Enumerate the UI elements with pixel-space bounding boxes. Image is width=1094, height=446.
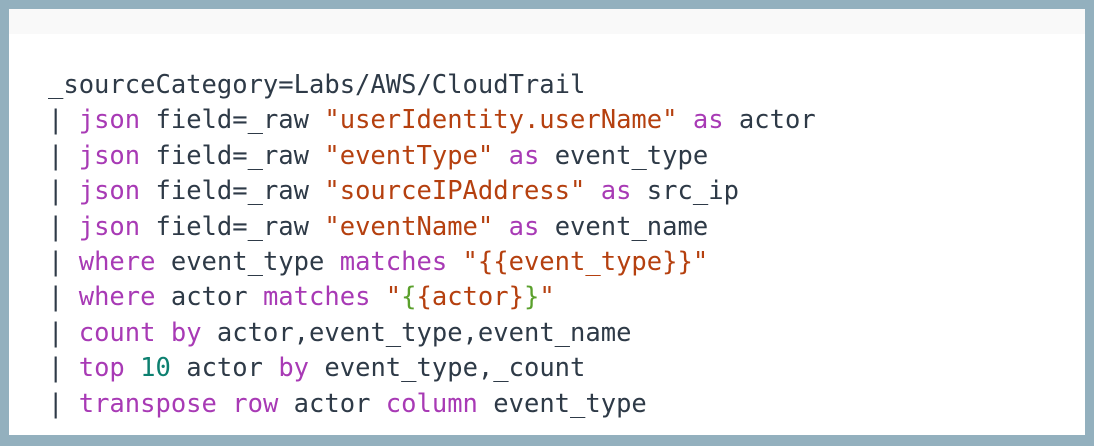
query-token-string: "sourceIPAddress" xyxy=(324,176,586,207)
query-token-pipe: | xyxy=(48,388,79,419)
query-token-number: 10 xyxy=(140,353,171,384)
query-token-default: event_name xyxy=(539,211,709,242)
panel-header-strip xyxy=(9,9,1085,34)
query-token-default: actor xyxy=(170,353,279,384)
query-token-string: " xyxy=(385,282,402,313)
query-token-keyword: count xyxy=(78,317,156,348)
query-token-default: actor xyxy=(723,105,816,136)
query-token-keyword: json xyxy=(78,176,141,207)
query-token-string: "eventType" xyxy=(324,140,494,171)
query-token-pipe: | xyxy=(48,105,79,136)
query-token-pipe: | xyxy=(48,211,79,242)
query-line-10[interactable]: | transpose row actor column event_type xyxy=(48,387,1085,422)
query-token-string: "{{event_type}}" xyxy=(462,246,709,277)
query-token-keyword: as xyxy=(600,176,632,207)
query-token-default: actor xyxy=(278,388,386,419)
query-line-8[interactable]: | count by actor,event_type,event_name xyxy=(48,316,1085,351)
query-line-3[interactable]: | json field=_raw "eventType" as event_t… xyxy=(48,139,1085,174)
query-line-2[interactable]: | json field=_raw "userIdentity.userName… xyxy=(48,103,1085,138)
query-token-string: {actor} xyxy=(416,282,524,313)
query-token-keyword: as xyxy=(508,211,540,242)
query-token-default: event_type xyxy=(477,388,647,419)
query-token-default: actor xyxy=(155,282,263,313)
query-token-keyword: where xyxy=(78,246,156,277)
query-token-default: field=_raw xyxy=(140,105,325,136)
query-token-default xyxy=(155,318,170,348)
query-token-pipe: | xyxy=(48,282,79,313)
query-token-brace: } xyxy=(523,282,540,313)
query-token-keyword: json xyxy=(78,211,141,242)
query-token-pipe: | xyxy=(48,246,79,277)
query-token-default: field=_raw xyxy=(140,140,325,171)
query-token-default xyxy=(493,212,508,242)
query-token-default xyxy=(493,141,508,171)
query-token-default: event_type,_count xyxy=(309,353,586,384)
query-panel: _sourceCategory=Labs/AWS/CloudTrail| jso… xyxy=(9,9,1085,435)
query-token-string: "userIdentity.userName" xyxy=(324,105,678,136)
query-token-keyword: column xyxy=(385,388,478,419)
query-token-default: event_type xyxy=(539,140,709,171)
query-token-keyword: by xyxy=(278,353,310,384)
query-token-keyword: as xyxy=(692,105,724,136)
query-token-default: src_ip xyxy=(631,176,739,207)
query-line-4[interactable]: | json field=_raw "sourceIPAddress" as s… xyxy=(48,174,1085,209)
query-token-default: actor,event_type,event_name xyxy=(201,317,632,348)
query-token-keyword: matches xyxy=(262,282,371,313)
query-line-7[interactable]: | where actor matches "{{actor}}" xyxy=(48,280,1085,315)
query-line-5[interactable]: | json field=_raw "eventName" as event_n… xyxy=(48,210,1085,245)
query-token-default: field=_raw xyxy=(140,211,325,242)
query-token-pipe: | xyxy=(48,353,79,384)
query-token-string: "eventName" xyxy=(324,211,494,242)
query-token-keyword: where xyxy=(78,282,156,313)
query-token-pipe: | xyxy=(48,140,79,171)
query-token-keyword: matches xyxy=(339,246,448,277)
query-token-brace: { xyxy=(401,282,417,313)
query-line-1[interactable]: _sourceCategory=Labs/AWS/CloudTrail xyxy=(48,68,1085,103)
query-code-editor[interactable]: _sourceCategory=Labs/AWS/CloudTrail| jso… xyxy=(9,34,1085,435)
query-token-default: event_type xyxy=(155,246,340,277)
query-token-default xyxy=(677,105,692,135)
query-line-6[interactable]: | where event_type matches "{{event_type… xyxy=(48,245,1085,280)
query-token-keyword: json xyxy=(78,105,141,136)
query-token-pipe: | xyxy=(48,176,79,207)
query-token-keyword: by xyxy=(170,317,202,348)
query-token-keyword: transpose xyxy=(78,388,217,419)
query-token-string: " xyxy=(539,282,555,313)
query-token-default xyxy=(585,176,600,206)
query-token-keyword: as xyxy=(508,140,540,171)
query-token-default xyxy=(125,353,140,383)
query-token-keyword: top xyxy=(78,353,125,384)
query-token-default: _sourceCategory=Labs/AWS/CloudTrail xyxy=(48,70,586,100)
query-token-default xyxy=(447,247,462,277)
query-token-default xyxy=(370,282,385,312)
query-token-pipe: | xyxy=(48,317,79,348)
query-code-lines: _sourceCategory=Labs/AWS/CloudTrail| jso… xyxy=(48,68,1085,422)
query-token-default: field=_raw xyxy=(140,176,325,207)
query-token-keyword: row xyxy=(232,388,279,419)
query-token-keyword: json xyxy=(78,140,141,171)
query-token-default xyxy=(217,389,232,419)
query-line-9[interactable]: | top 10 actor by event_type,_count xyxy=(48,351,1085,386)
